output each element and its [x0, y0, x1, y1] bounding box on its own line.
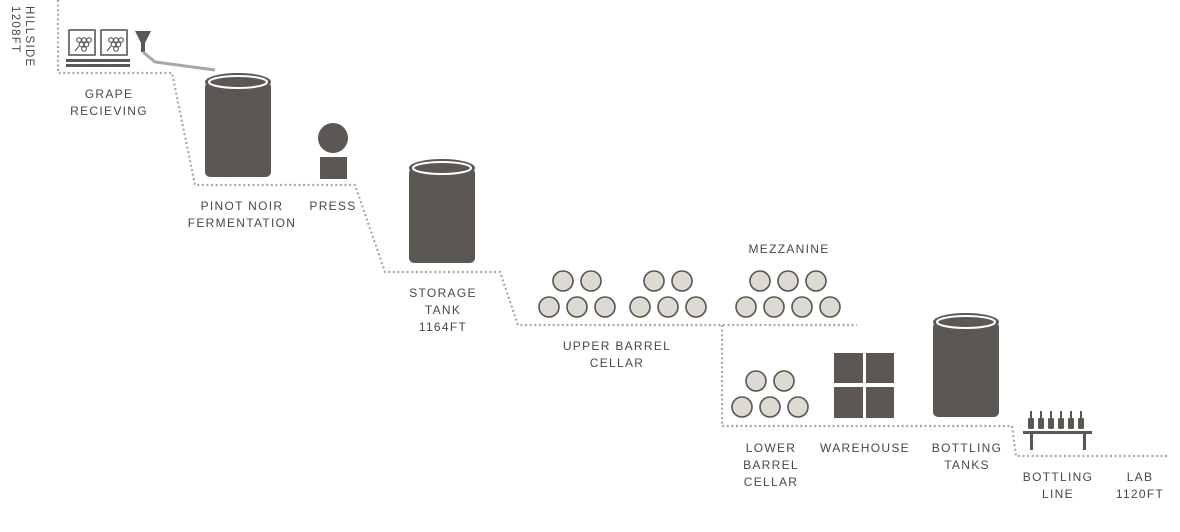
- bottling-line-label: BOTTLING LINE: [1016, 469, 1100, 503]
- lower-barrel-label-line: CELLAR: [743, 475, 799, 489]
- terrain-path: [56, 0, 1167, 458]
- lab-label: LAB 1120FT: [1108, 469, 1172, 503]
- press-label-line: PRESS: [309, 199, 357, 213]
- upper-barrel-cellar: [538, 270, 707, 318]
- pinot-noir-label-line: PINOT NOIR: [200, 199, 284, 213]
- barrel-icon: [657, 296, 679, 318]
- pinot-noir-fermentation-label: PINOT NOIR FERMENTATION: [184, 198, 300, 232]
- storage-tank-label: STORAGE TANK 1164FT: [403, 285, 483, 336]
- bottling-tanks-label: BOTTLING TANKS: [924, 440, 1010, 474]
- grape-receiving-label-line: GRAPE: [84, 87, 134, 101]
- barrel-icon: [566, 296, 588, 318]
- storage-tank-icon: [409, 159, 475, 263]
- barrel-icon: [805, 270, 827, 292]
- bottling-line-label-line: BOTTLING: [1022, 470, 1094, 484]
- barrel-icon: [731, 396, 753, 418]
- warehouse-label-line: WAREHOUSE: [820, 441, 910, 455]
- lower-barrel-cellar-label: LOWER BARREL CELLAR: [734, 440, 808, 491]
- press-icon: [318, 123, 348, 179]
- mezzanine-label-line: MEZZANINE: [748, 242, 830, 256]
- bottle-icon: [1078, 411, 1084, 429]
- grape-bin-icon: [100, 29, 128, 56]
- barrel-icon: [763, 296, 785, 318]
- upper-barrel-label-line: UPPER BARREL: [562, 339, 672, 353]
- barrel-icon: [685, 296, 707, 318]
- lower-barrel-label-line: LOWER: [745, 441, 797, 455]
- lab-label-line: LAB: [1126, 470, 1154, 484]
- barrel-icon: [749, 270, 771, 292]
- hillside-label-line: 1208FT: [9, 6, 21, 54]
- mezzanine-label: MEZZANINE: [739, 241, 839, 258]
- bottling-line: [1023, 411, 1092, 450]
- fermentation-tank-icon: [205, 73, 271, 177]
- barrel-icon: [777, 270, 799, 292]
- bottle-icon: [1028, 411, 1034, 429]
- pinot-noir-label-line: FERMENTATION: [187, 216, 297, 230]
- hillside-elevation-label: HILLSIDE 1208FT: [8, 6, 36, 68]
- upper-barrel-label-line: CELLAR: [589, 356, 645, 370]
- lower-barrel-cellar: [731, 370, 809, 418]
- hopper-icon: [135, 31, 216, 72]
- bottle-icon: [1068, 411, 1074, 429]
- hillside-label-line: HILLSIDE: [23, 6, 35, 68]
- bottling-tanks-label-line: TANKS: [944, 458, 990, 472]
- bottle-icon: [1058, 411, 1064, 429]
- barrel-icon: [629, 296, 651, 318]
- barrel-icon: [580, 270, 602, 292]
- warehouse-label: WAREHOUSE: [815, 440, 915, 457]
- mezzanine-barrels: [735, 270, 841, 318]
- grape-bin-icon: [68, 29, 96, 56]
- barrel-icon: [759, 396, 781, 418]
- lab-label-line: 1120FT: [1115, 487, 1165, 501]
- barrel-icon: [552, 270, 574, 292]
- press-label: PRESS: [303, 198, 363, 215]
- bottling-tank-icon: [933, 313, 999, 417]
- barrel-icon: [594, 296, 616, 318]
- grape-receiving-label-line: RECIEVING: [70, 104, 148, 118]
- bottle-icon: [1038, 411, 1044, 429]
- barrel-icon: [643, 270, 665, 292]
- barrel-icon: [819, 296, 841, 318]
- bottling-tanks-label-line: BOTTLING: [931, 441, 1003, 455]
- barrel-icon: [787, 396, 809, 418]
- barrel-icon: [745, 370, 767, 392]
- barrel-icon: [538, 296, 560, 318]
- bottle-icon: [1048, 411, 1054, 429]
- bottling-line-label-line: LINE: [1042, 487, 1074, 501]
- barrel-icon: [735, 296, 757, 318]
- grape-receiving-station: [66, 29, 216, 72]
- storage-tank-label-line: 1164FT: [418, 320, 468, 334]
- barrel-icon: [671, 270, 693, 292]
- storage-tank-label-line: TANK: [424, 303, 462, 317]
- storage-tank-label-line: STORAGE: [409, 286, 477, 300]
- barrel-icon: [791, 296, 813, 318]
- lower-barrel-label-line: BARREL: [743, 458, 799, 472]
- barrel-icon: [773, 370, 795, 392]
- warehouse-icon: [834, 353, 894, 418]
- grape-receiving-label: GRAPE RECIEVING: [63, 86, 155, 120]
- upper-barrel-cellar-label: UPPER BARREL CELLAR: [557, 338, 677, 372]
